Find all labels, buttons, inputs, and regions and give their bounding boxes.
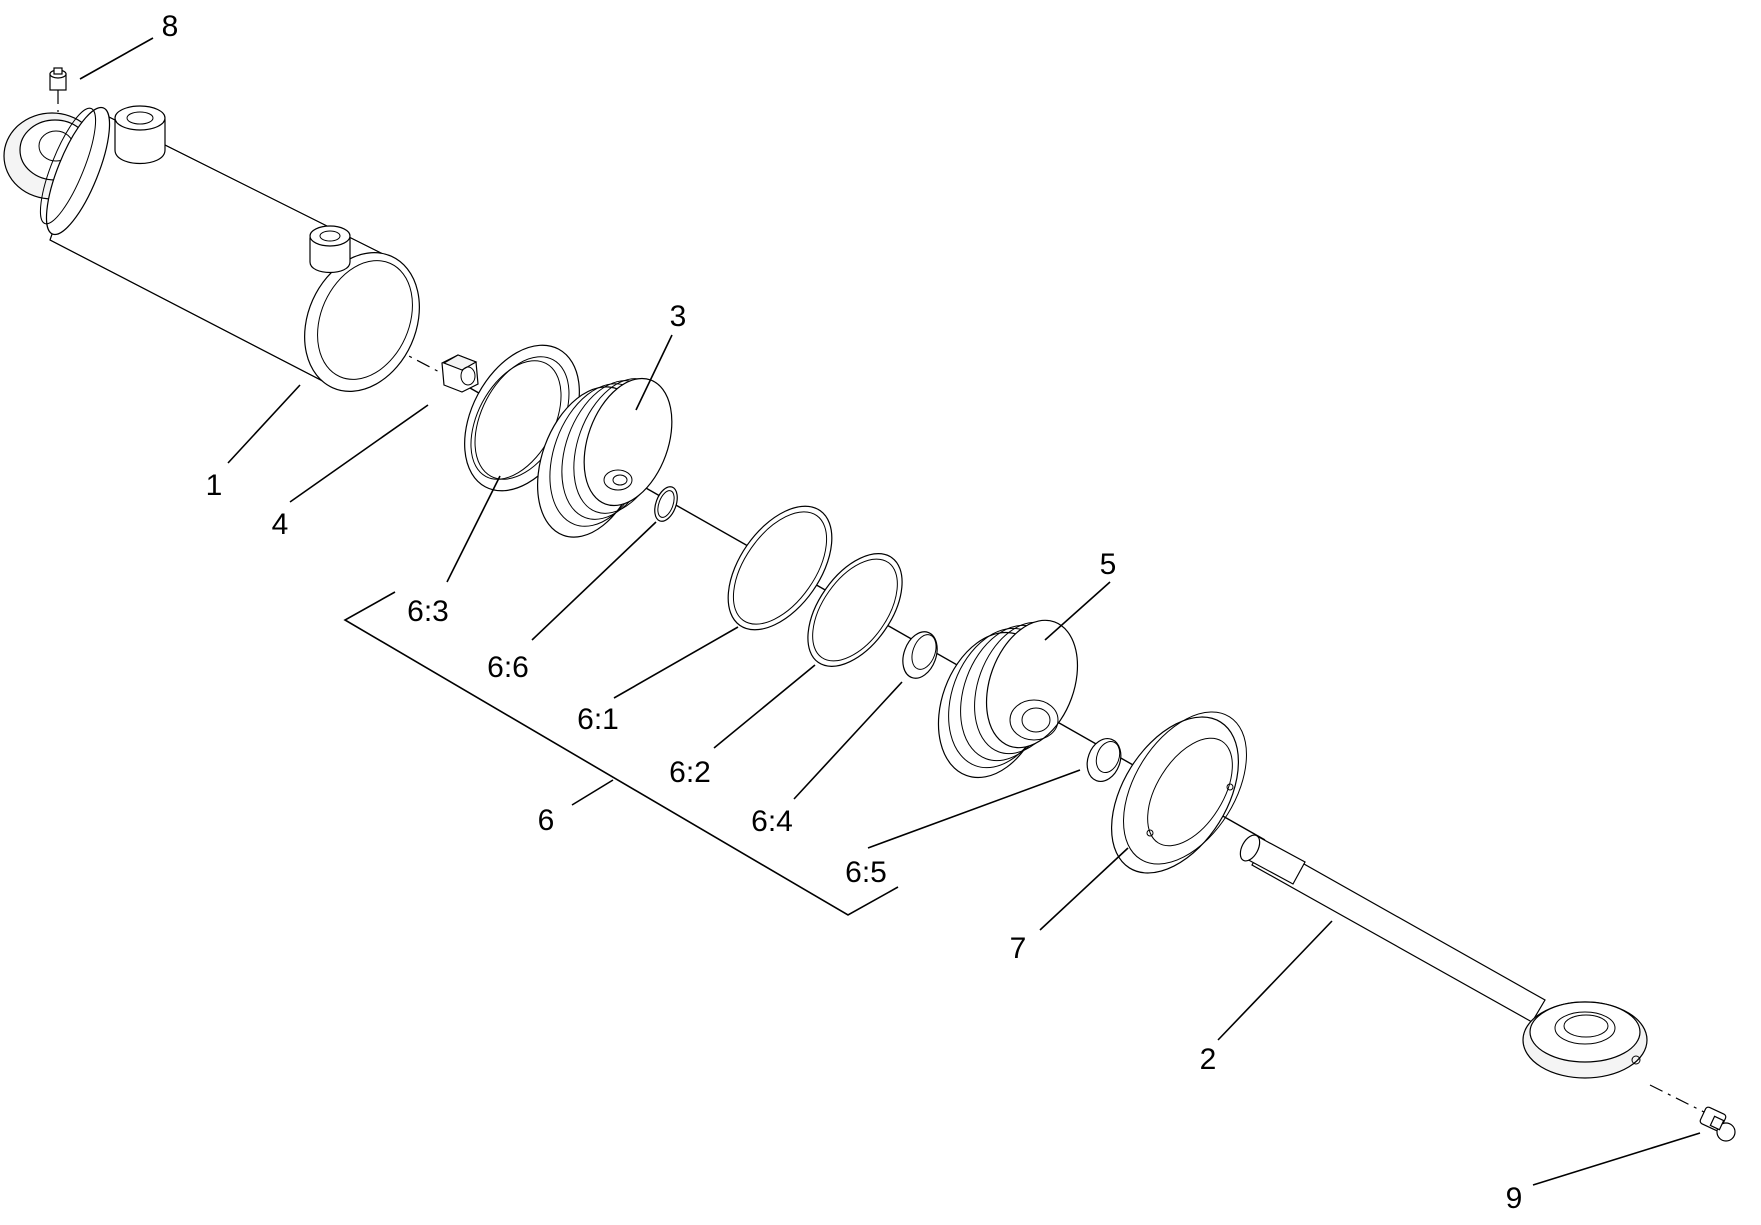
callout-6: 6 <box>538 804 555 837</box>
piston-part-5 <box>937 619 1079 779</box>
grease-fitting-part-8 <box>49 67 67 91</box>
leader-6-2 <box>713 664 816 749</box>
lock-nut-part-4 <box>441 354 479 393</box>
leader-5 <box>1044 581 1111 641</box>
leader-6-1 <box>613 626 739 699</box>
callout-labels: 8 1 4 3 6:3 6:6 6:1 6:2 6:4 6:5 6 5 7 2 … <box>162 10 1523 1215</box>
callout-3: 3 <box>670 300 687 333</box>
elbow-fitting-part-9 <box>1699 1106 1736 1142</box>
kit-6-bracket <box>343 591 899 916</box>
leader-6-6 <box>531 521 657 641</box>
backup-ring-part-6-6 <box>654 486 678 522</box>
callout-1: 1 <box>206 469 223 502</box>
leader-lines <box>79 37 1701 1186</box>
wiper-seal-part-6-5 <box>1086 738 1122 782</box>
retaining-ring-part-7 <box>1110 711 1247 874</box>
callout-6-3: 6:3 <box>407 595 449 628</box>
piston-rod-part-2 <box>1239 834 1648 1079</box>
leader-2 <box>1217 920 1333 1041</box>
o-ring-part-6-1 <box>727 505 833 631</box>
leader-9 <box>1532 1132 1701 1186</box>
leader-6-5 <box>867 769 1081 849</box>
callout-9: 9 <box>1506 1182 1523 1215</box>
leader-6-3 <box>446 475 501 583</box>
callout-6-1: 6:1 <box>577 703 619 736</box>
callout-4: 4 <box>272 508 289 541</box>
callout-6-5: 6:5 <box>845 856 887 889</box>
gland-part-3 <box>536 377 673 538</box>
callout-8: 8 <box>162 10 179 43</box>
callout-7: 7 <box>1010 932 1027 965</box>
leader-3 <box>635 334 673 411</box>
leader-7 <box>1039 847 1129 931</box>
leader-8 <box>79 37 154 80</box>
callout-6-6: 6:6 <box>487 651 529 684</box>
leader-6 <box>571 779 614 806</box>
callout-2: 2 <box>1200 1043 1217 1076</box>
leader-4 <box>289 404 429 503</box>
rod-seal-part-6-4 <box>902 631 938 679</box>
cylinder-barrel-part-1 <box>3 105 420 392</box>
leader-6-4 <box>793 681 903 800</box>
callout-5: 5 <box>1100 548 1117 581</box>
callout-6-4: 6:4 <box>751 805 793 838</box>
leader-1 <box>227 384 301 464</box>
o-ring-part-6-2 <box>807 553 903 667</box>
callout-6-2: 6:2 <box>669 756 711 789</box>
